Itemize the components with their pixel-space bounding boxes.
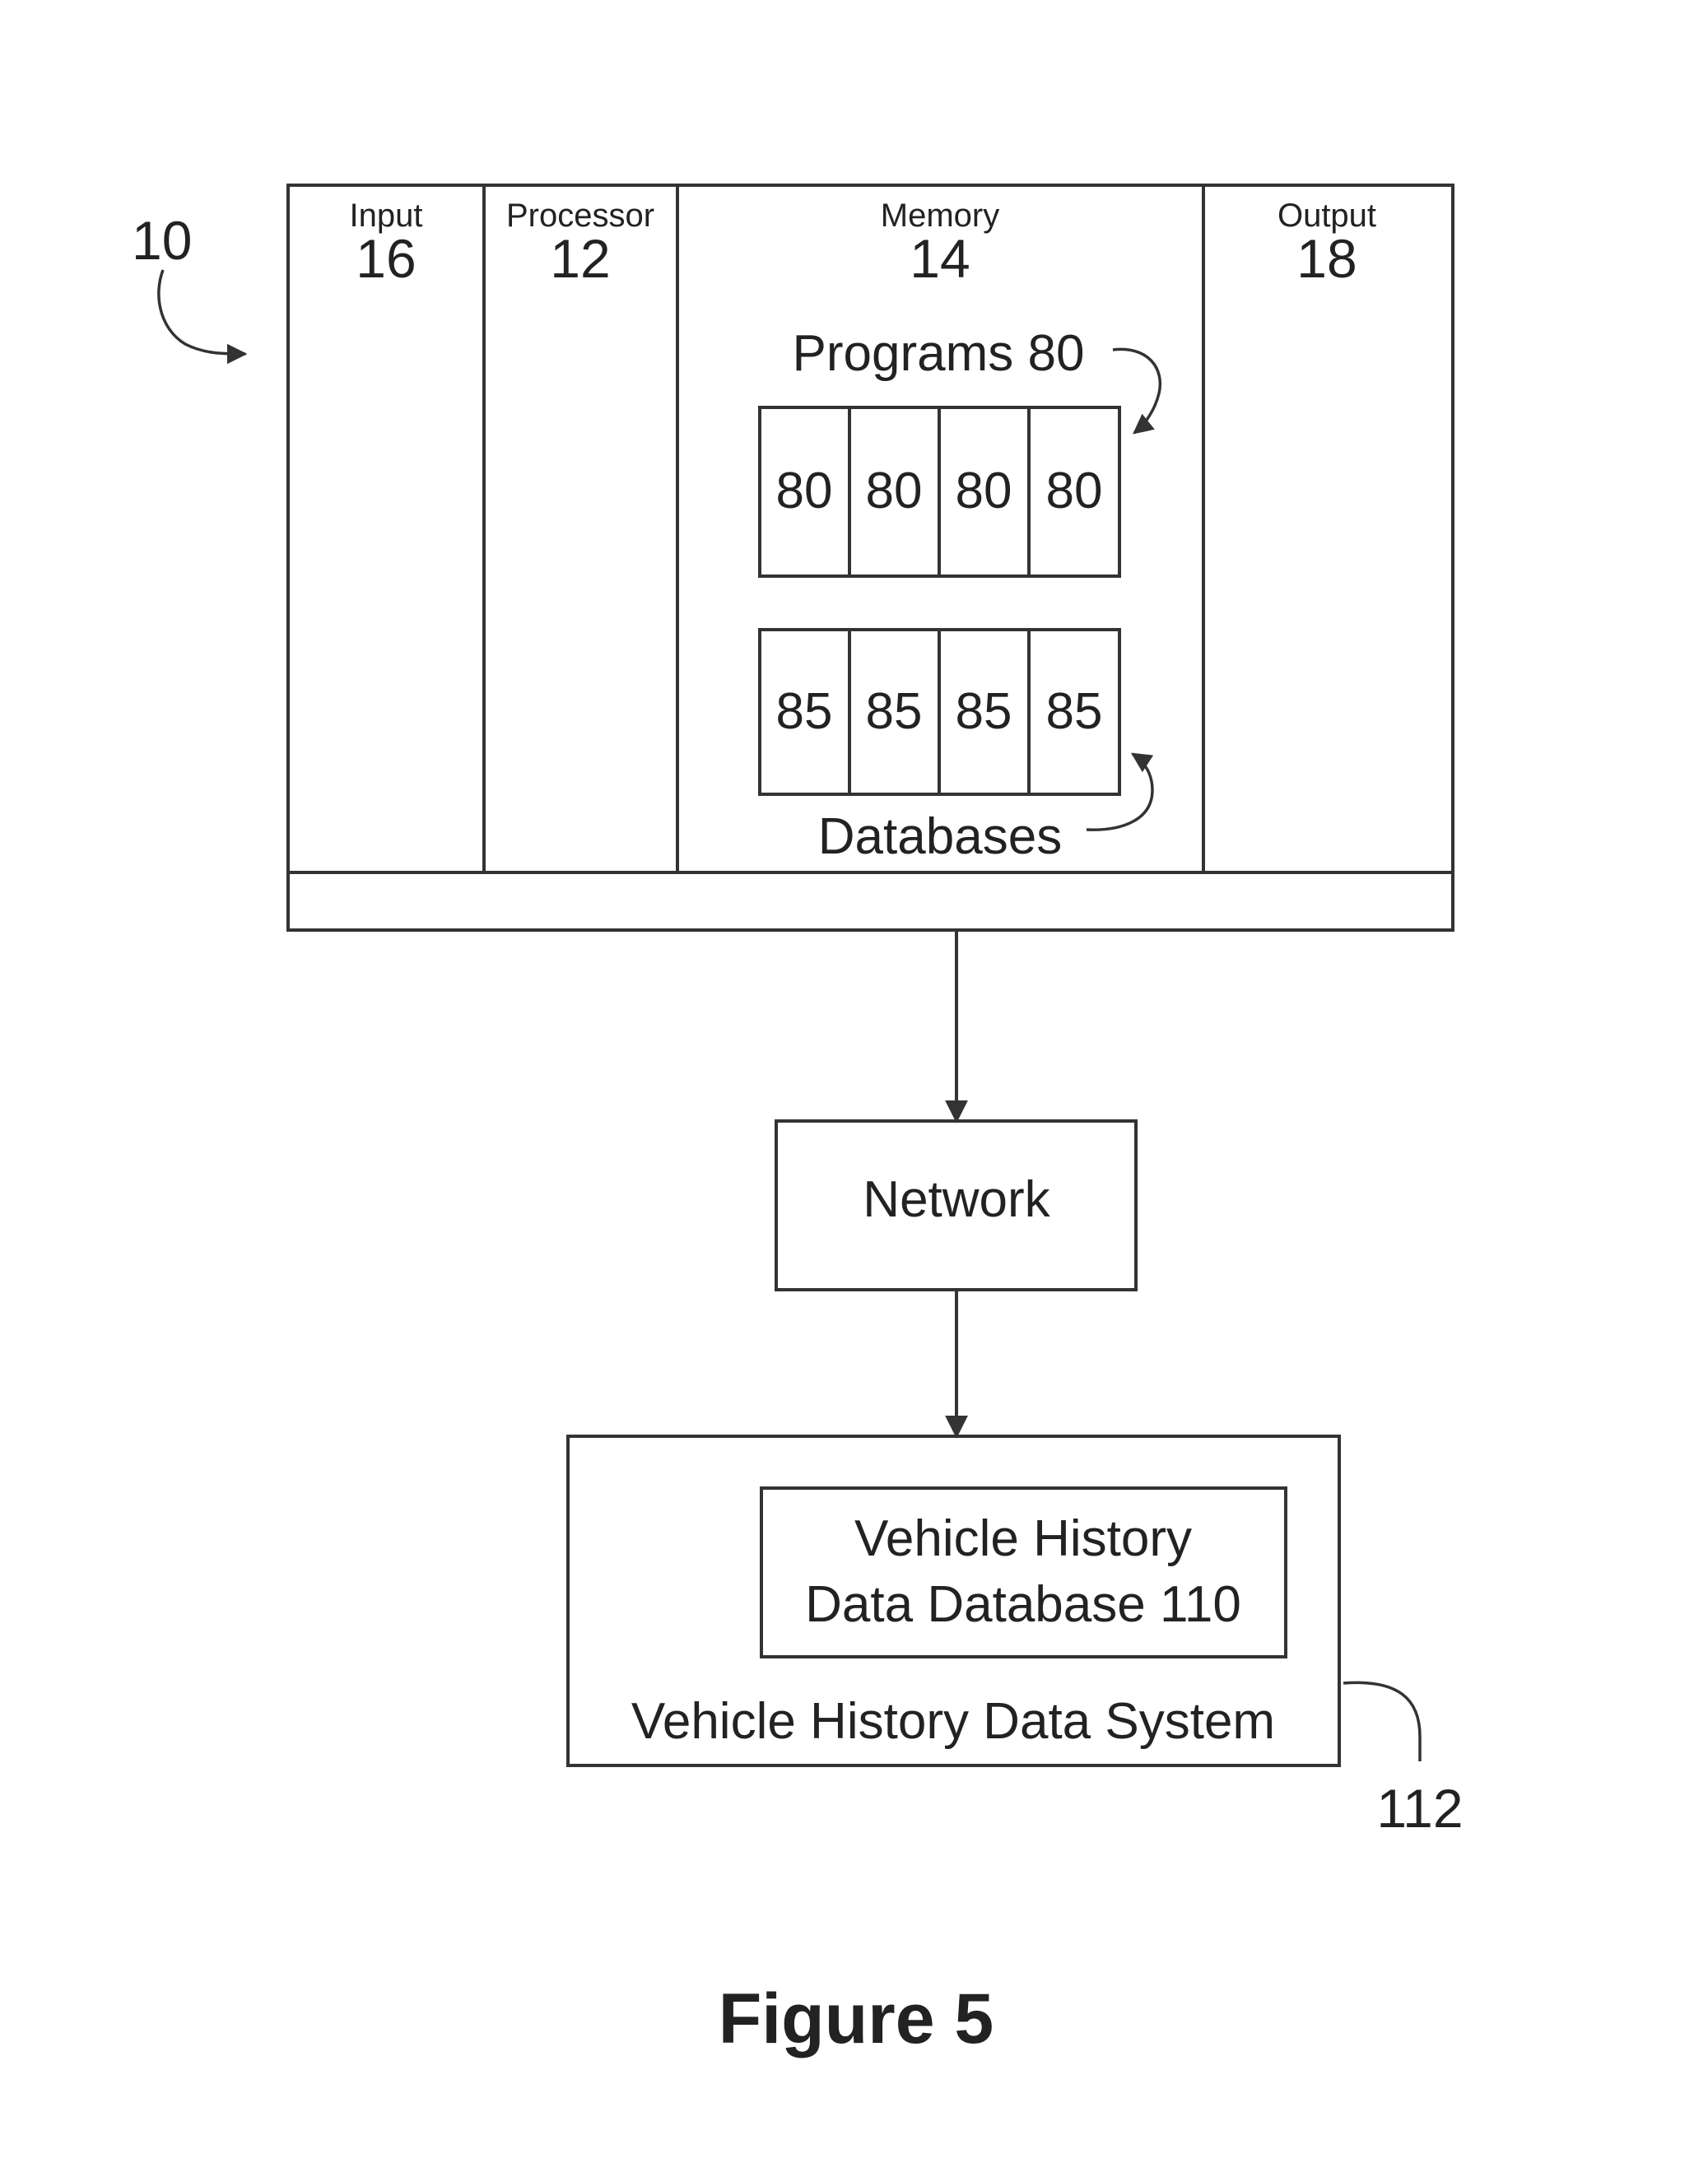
vehicle-history-database-line1: Vehicle History (854, 1510, 1192, 1567)
figure-caption: Figure 5 (719, 1979, 994, 2058)
program-cell: 80 (1046, 463, 1103, 519)
programs-label: Programs 80 (793, 325, 1085, 382)
memory-number: 14 (910, 228, 970, 289)
program-cell: 80 (956, 463, 1012, 519)
database-cell: 85 (866, 683, 923, 740)
system-ref-label: 10 (132, 210, 192, 271)
database-cell: 85 (776, 683, 833, 740)
program-cell: 80 (866, 463, 923, 519)
vehicle-history-data-system-label: Vehicle History Data System (631, 1693, 1275, 1750)
system-ref-arrow (159, 270, 245, 354)
vehicle-history-database-line2: Data Database 110 (805, 1576, 1241, 1633)
network-label: Network (863, 1171, 1050, 1228)
history-system-ref-leader (1343, 1682, 1420, 1761)
input-number: 16 (356, 228, 416, 289)
processor-number: 12 (550, 228, 610, 289)
history-system-ref-label: 112 (1376, 1778, 1463, 1839)
database-cell: 85 (1046, 683, 1103, 740)
output-number: 18 (1296, 228, 1357, 289)
database-cell: 85 (956, 683, 1012, 740)
program-cell: 80 (776, 463, 833, 519)
databases-label: Databases (818, 808, 1062, 865)
